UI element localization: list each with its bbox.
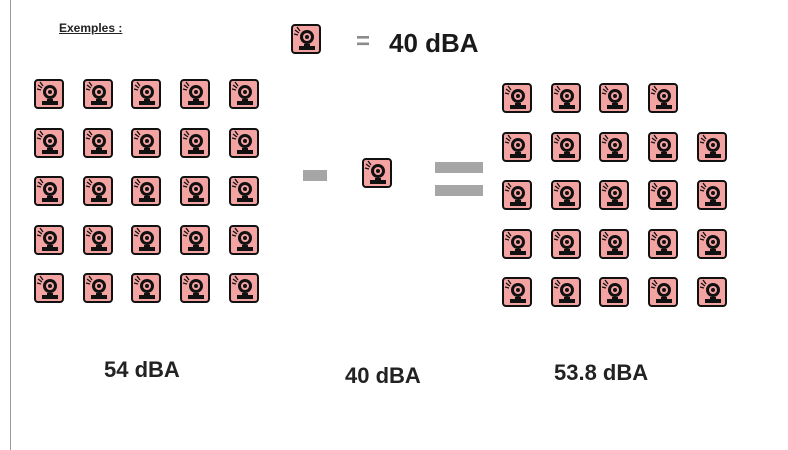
left-value-label: 54 dBA bbox=[104, 357, 180, 382]
alarm-bell-icon bbox=[82, 176, 113, 206]
alarm-bell-icon bbox=[34, 273, 64, 303]
alarm-bell-icon bbox=[228, 79, 259, 109]
alarm-bell-icon bbox=[131, 273, 162, 303]
alarm-bell-icon bbox=[648, 228, 679, 259]
examples-heading: Exemples : bbox=[59, 21, 123, 35]
alarm-bell-icon bbox=[180, 224, 211, 255]
alarm-bell-icon bbox=[82, 273, 113, 303]
alarm-bell-icon bbox=[696, 180, 727, 210]
alarm-bell-icon bbox=[180, 127, 211, 158]
alarm-bell-icon bbox=[131, 176, 162, 206]
alarm-bell-icon bbox=[228, 127, 259, 158]
legend-value: 40 dBA bbox=[389, 28, 479, 58]
alarm-bell-icon bbox=[648, 131, 679, 162]
alarm-bell-icon bbox=[599, 131, 630, 162]
alarm-bell-icon bbox=[696, 131, 727, 162]
frame-border bbox=[10, 0, 11, 450]
alarm-bell-icon bbox=[502, 228, 532, 259]
middle-value-label: 40 dBA bbox=[345, 363, 421, 388]
alarm-bell-icon bbox=[550, 228, 581, 259]
legend-equals-sign: = bbox=[356, 28, 371, 55]
alarm-bell-icon bbox=[82, 79, 113, 109]
equals-bar-bottom bbox=[435, 185, 483, 196]
alarm-bell-icon bbox=[228, 176, 259, 206]
alarm-bell-icon bbox=[131, 127, 162, 158]
alarm-bell-icon bbox=[648, 180, 679, 210]
alarm-bell-icon bbox=[502, 131, 532, 162]
alarm-bell-icon bbox=[131, 224, 162, 255]
alarm-bell-icon bbox=[648, 83, 679, 113]
alarm-bell-icon bbox=[550, 180, 581, 210]
alarm-bell-icon bbox=[228, 224, 259, 255]
alarm-bell-icon bbox=[34, 79, 64, 109]
middle-bell-icon bbox=[362, 158, 392, 193]
alarm-bell-icon bbox=[696, 277, 727, 307]
legend-bell-icon bbox=[291, 23, 321, 60]
alarm-bell-icon bbox=[599, 277, 630, 307]
alarm-bell-icon bbox=[131, 79, 162, 109]
alarm-bell-icon bbox=[180, 79, 211, 109]
alarm-bell-icon bbox=[599, 228, 630, 259]
alarm-bell-icon bbox=[648, 277, 679, 307]
alarm-bell-icon bbox=[180, 176, 211, 206]
alarm-bell-icon bbox=[599, 83, 630, 113]
alarm-bell-icon bbox=[502, 83, 532, 113]
alarm-bell-icon bbox=[180, 273, 211, 303]
alarm-bell-icon bbox=[34, 176, 64, 206]
alarm-bell-icon bbox=[34, 224, 64, 255]
alarm-bell-icon bbox=[550, 131, 581, 162]
equals-sign bbox=[435, 162, 483, 200]
alarm-bell-icon bbox=[34, 127, 64, 158]
alarm-bell-icon bbox=[696, 228, 727, 259]
alarm-bell-icon bbox=[228, 273, 259, 303]
alarm-bell-icon bbox=[550, 83, 581, 113]
alarm-bell-icon bbox=[82, 224, 113, 255]
right-value-label: 53.8 dBA bbox=[554, 360, 649, 385]
equals-bar-top bbox=[435, 162, 483, 173]
minus-sign bbox=[303, 170, 327, 181]
alarm-bell-icon bbox=[502, 277, 532, 307]
alarm-bell-icon bbox=[599, 180, 630, 210]
alarm-bell-icon bbox=[82, 127, 113, 158]
alarm-bell-icon bbox=[550, 277, 581, 307]
alarm-bell-icon bbox=[502, 180, 532, 210]
